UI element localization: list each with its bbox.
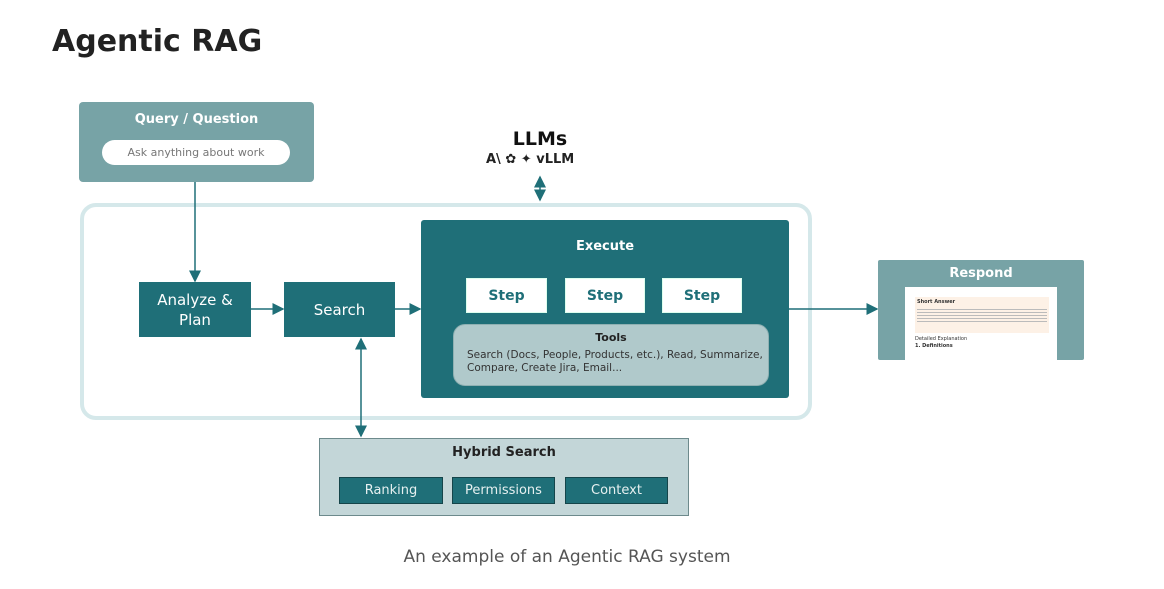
anthropic-icon: A\ (486, 152, 501, 167)
step-3: Step (662, 278, 742, 313)
search-box: Search (284, 282, 395, 337)
respond-preview: Short Answer Detailed Explanation 1. Def… (905, 287, 1057, 360)
hybrid-title: Hybrid Search (452, 445, 556, 460)
page-title: Agentic RAG (52, 24, 263, 59)
short-answer-heading: Short Answer (917, 299, 956, 305)
tools-list: Search (Docs, People, Products, etc.), R… (467, 349, 763, 374)
openai-icon: ✿ (505, 152, 517, 167)
gemini-icon: ✦ (520, 152, 532, 167)
llms-title: LLMs (512, 128, 568, 150)
definitions-heading: 1. Definitions (915, 343, 953, 349)
short-answer-card: Short Answer (915, 297, 1049, 333)
vllm-label: vLLM (536, 152, 575, 167)
tools-title: Tools (595, 331, 627, 344)
respond-title: Respond (949, 266, 1013, 281)
short-answer-text-lines (917, 309, 1047, 323)
execute-box: Execute Step Step Step Tools Search (Doc… (421, 220, 789, 398)
query-input[interactable]: Ask anything about work (102, 140, 290, 165)
ranking-box: Ranking (339, 477, 443, 504)
execute-title: Execute (575, 239, 635, 254)
query-box: Query / Question Ask anything about work (79, 102, 314, 182)
step-1: Step (466, 278, 547, 313)
agent-frame (80, 203, 812, 420)
caption: An example of an Agentic RAG system (403, 547, 731, 567)
detailed-heading: Detailed Explanation (915, 336, 968, 342)
respond-box: Respond Short Answer Detailed Explanatio… (878, 260, 1084, 360)
analyze-plan-box: Analyze & Plan (139, 282, 251, 337)
context-box: Context (565, 477, 668, 504)
llm-logos: A\ ✿ ✦ vLLM (486, 152, 574, 167)
step-2: Step (565, 278, 645, 313)
hybrid-search-box: Hybrid Search Ranking Permissions Contex… (319, 438, 689, 516)
permissions-box: Permissions (452, 477, 555, 504)
query-title: Query / Question (134, 112, 259, 127)
tools-box: Tools Search (Docs, People, Products, et… (453, 324, 769, 386)
